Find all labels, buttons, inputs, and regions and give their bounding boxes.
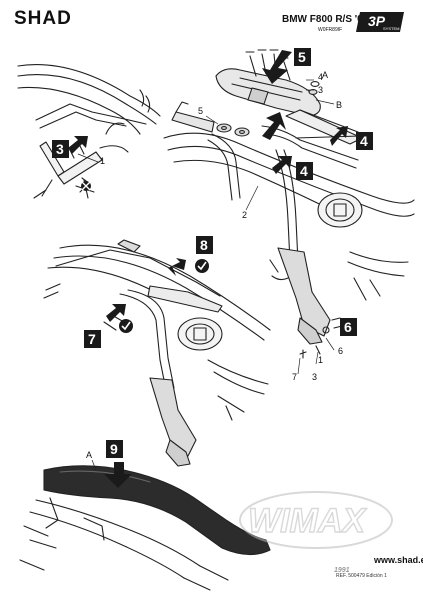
- panel-left-rack-assembly: [43, 239, 271, 467]
- callout-6: 6: [338, 346, 343, 356]
- arrow-step-5: [262, 112, 286, 140]
- callout-2: 2: [242, 210, 247, 220]
- step-number-7: 7: [88, 331, 96, 347]
- step-number-4b: 4: [300, 163, 308, 179]
- 3p-logo-text: 3P: [368, 13, 386, 29]
- step-labels: 3 4 4 5 6 7 8 9: [52, 48, 373, 458]
- callout-7: 7: [292, 372, 297, 382]
- callout-3-top: 3: [318, 85, 323, 95]
- panel-rear-footrest-detail: [17, 64, 161, 199]
- callout-5: 5: [198, 106, 203, 116]
- step-number-3: 3: [56, 141, 64, 157]
- watermark-text: WIMAX: [248, 502, 367, 540]
- part-callouts: 1 1 2 3 3 4 5 6 7 A A B: [86, 70, 343, 460]
- panel-side-rack-assembly: [163, 49, 415, 359]
- step-number-9: 9: [110, 441, 118, 457]
- model-reference: W0FR89IF: [318, 27, 343, 33]
- motorcycle-model: BMW F800 R/S '09-: [282, 14, 372, 25]
- arrow-step-9: [104, 462, 132, 488]
- watermark: WIMAX: [239, 491, 393, 549]
- arrow-step-4a: [330, 126, 348, 146]
- step-number-4a: 4: [360, 133, 368, 149]
- callout-A-top: A: [322, 70, 328, 80]
- arrow-step-3: [68, 136, 88, 154]
- callout-3-bottom: 3: [312, 372, 317, 382]
- callout-leaders: [77, 79, 335, 471]
- watermark-year: 1991: [334, 567, 350, 574]
- arrow-step-7: [106, 304, 126, 322]
- brand-logo: SHAD: [14, 8, 72, 29]
- callout-4: 4: [318, 72, 323, 82]
- callout-1-bottom: 1: [318, 355, 323, 365]
- panel-top-plate-install: [19, 465, 271, 591]
- step-box-6: [340, 318, 357, 336]
- step-number-5: 5: [298, 49, 306, 65]
- check-icon: [195, 259, 209, 273]
- check-icon: [119, 319, 133, 333]
- step-box-4b: [296, 162, 313, 180]
- callout-B: B: [336, 100, 342, 110]
- 3p-logo-subtitle: SYSTEM: [383, 26, 399, 31]
- footer-reference: REF. 500479 Edición 1: [336, 573, 387, 579]
- step-number-6: 6: [344, 319, 352, 335]
- footer-website: www.shad.es: [374, 555, 423, 565]
- arrow-step-8: [168, 258, 186, 276]
- arrow-step-5b: [262, 50, 292, 84]
- step-arrows: [68, 50, 348, 488]
- check-marks: [81, 181, 209, 333]
- step-box-4a: [356, 132, 373, 150]
- step-box-8: [196, 236, 213, 254]
- step-box-9: [106, 440, 123, 458]
- step-box-5: [294, 48, 311, 66]
- 3p-system-logo: 3P SYSTEM: [354, 9, 406, 35]
- step-box-3: [52, 140, 69, 158]
- callout-1-top: 1: [100, 156, 105, 166]
- step-box-7: [84, 330, 101, 348]
- arrow-step-4b: [272, 156, 292, 174]
- callout-A-bottom: A: [86, 450, 92, 460]
- step-number-8: 8: [200, 237, 208, 253]
